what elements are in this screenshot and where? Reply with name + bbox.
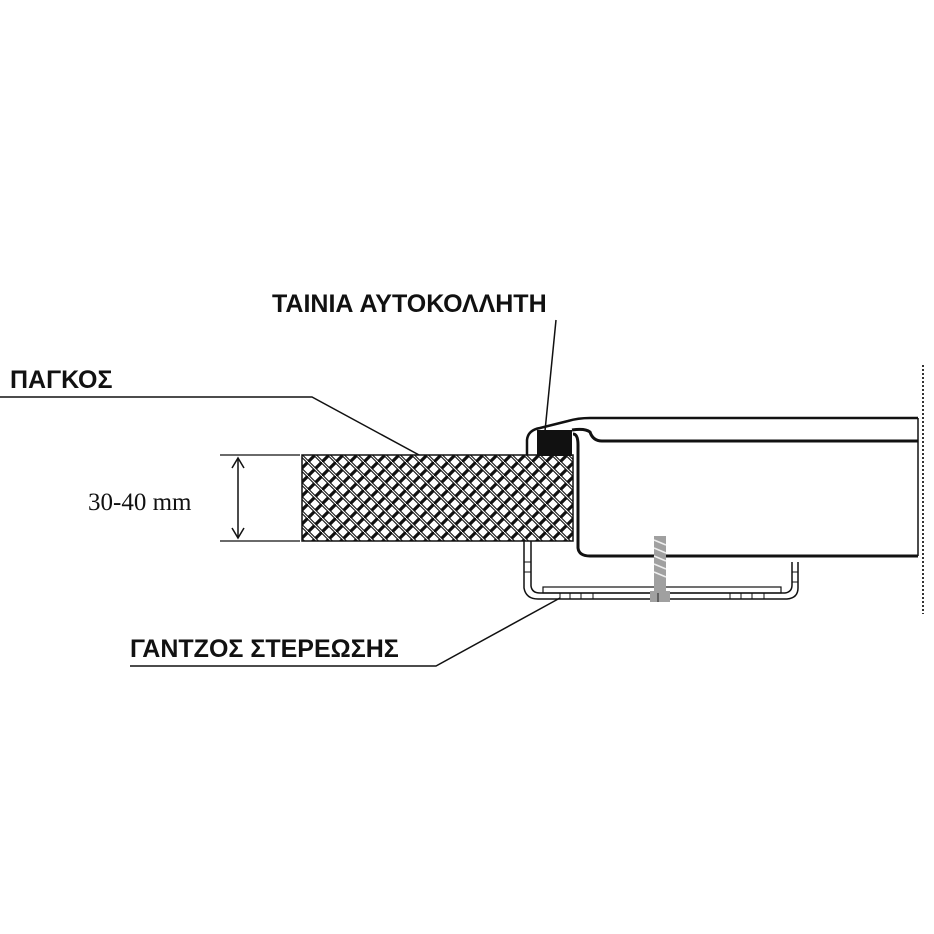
adhesive-tape [537, 430, 572, 456]
tape-leader-line [544, 319, 557, 432]
thickness-label: 30-40 mm [88, 489, 192, 516]
dimension-arrow-icon [231, 456, 245, 540]
clip-label: ΓΑΝΤΖΟΣ ΣΤΕΡΕΩΣΗΣ [130, 635, 399, 663]
countertop-leader-line [0, 396, 433, 463]
clip-leader-line [130, 597, 561, 667]
sink-profile [525, 416, 919, 558]
countertop-block [301, 454, 574, 542]
tape-label: ΤΑΙΝΙΑ ΑΥΤΟΚΟΛΛΗΤΗ [272, 290, 547, 318]
countertop-label: ΠΑΓΚΟΣ [10, 366, 113, 394]
screw-icon [650, 536, 670, 602]
